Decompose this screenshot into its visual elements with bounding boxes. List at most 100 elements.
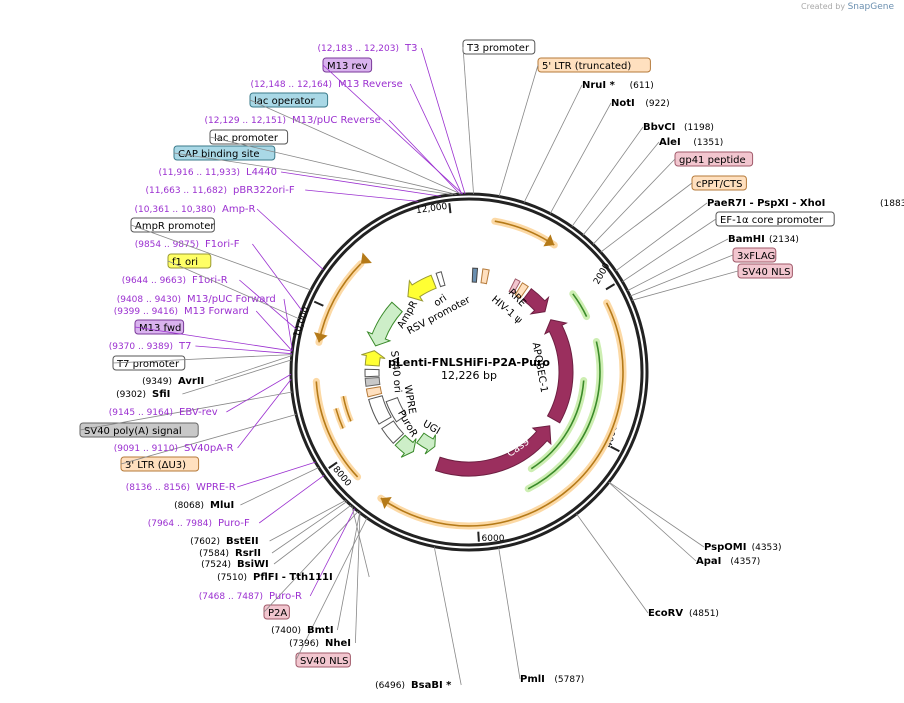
feature-arrowhead [314, 332, 328, 343]
site-name: NheI [325, 638, 351, 649]
label-box: SV40 NLS [295, 517, 368, 668]
site-name: MluI [210, 500, 234, 511]
label-leader-line [337, 512, 361, 631]
primer-name: Amp-R [222, 204, 256, 215]
primer-position: (9145 .. 9164) [109, 408, 173, 418]
label-leader-line [269, 500, 346, 542]
label-leader-line [615, 202, 708, 272]
tick-mark [328, 461, 338, 469]
primer-position: (8136 .. 8156) [126, 483, 190, 493]
label-leader-line [629, 254, 734, 297]
label-text: AmpR promoter [135, 221, 215, 232]
label-site: BbvCI(1198) [571, 122, 714, 227]
tick-mark [448, 203, 452, 214]
primer-position: (12,129 .. 12,151) [205, 116, 286, 126]
label-leader-line [271, 501, 348, 554]
site-name: AleI [659, 137, 681, 148]
label-leader-line [237, 461, 316, 488]
label-leader-line [214, 355, 292, 382]
label-primer: (11,663 .. 11,682)pBR322ori-F [146, 185, 419, 202]
tick-label: 10,000 [292, 306, 312, 339]
primer-name: M13 Forward [184, 306, 249, 317]
label-leader-line [120, 414, 297, 465]
primer-position: (11,916 .. 11,933) [159, 168, 240, 178]
label-leader-line [79, 391, 293, 431]
label-leader-line [226, 373, 292, 413]
primer-position: (9399 .. 9416) [114, 307, 178, 317]
label-leader-line [309, 508, 356, 597]
label-site: BamHI(2134) [627, 234, 799, 292]
label-leader-line [167, 260, 300, 320]
label-box: cPPT/CTS [600, 175, 747, 253]
cas9-feature [543, 319, 574, 424]
label-site: PspOMI(4353) [608, 481, 782, 553]
label-primer: (12,183 .. 12,203)T3 [318, 43, 466, 195]
primer-position: (9091 .. 9110) [114, 444, 178, 454]
site-name: RsrII [235, 548, 261, 559]
label-leader-line [571, 126, 644, 227]
label-leader-line [627, 238, 729, 292]
primer-name: M13/pUC Reverse [292, 115, 381, 126]
primer-name: Puro-F [218, 518, 250, 529]
site-position: (9349) [142, 377, 172, 387]
site-name: BamHI [728, 234, 765, 245]
site-position: (1883) [880, 199, 904, 209]
label-leader-line [421, 47, 466, 195]
ugi-feature [394, 434, 417, 458]
site-name: NotI [611, 98, 635, 109]
wpre-feature [368, 395, 392, 425]
label-leader-line [239, 279, 297, 330]
feature-arc [527, 341, 601, 490]
f1-ori-feature [361, 350, 386, 367]
label-site: (6496) BsaBI * [375, 546, 462, 691]
site-name: PaeR7I - PspXI - XhoI [707, 198, 825, 209]
label-leader-line [112, 354, 292, 364]
feature-label: WPRE [402, 384, 418, 415]
site-position: (7396) [289, 639, 319, 649]
site-name: BsaBI * [411, 680, 452, 691]
site-position: (6496) [375, 681, 405, 691]
primer-position: (12,148 .. 12,164) [251, 80, 332, 90]
label-leader-line [209, 136, 457, 195]
feature-arc [380, 302, 624, 527]
label-leader-line [409, 83, 463, 195]
site-position: (1351) [693, 138, 723, 148]
label-primer: (12,148 .. 12,164)M13 Reverse [251, 79, 463, 195]
label-leader-line [462, 46, 474, 195]
feature-arc [530, 380, 585, 470]
label-text: SV40 poly(A) signal [84, 426, 182, 437]
feature-arc [342, 396, 352, 422]
label-leader-line [237, 378, 292, 449]
label-leader-line [240, 467, 319, 506]
label-text: cPPT/CTS [696, 179, 742, 190]
primer-position: (9370 .. 9389) [109, 342, 173, 352]
site-name: AvrII [178, 376, 204, 387]
label-box: M13 fwd [134, 319, 293, 352]
label-box: EF-1α core promoter [622, 211, 835, 282]
ampr-feature [366, 301, 403, 347]
small-feature [508, 278, 521, 295]
primer-name: pBR322ori-F [233, 185, 295, 196]
label-box: SV40 poly(A) signal [79, 391, 293, 438]
label-leader-line [256, 208, 324, 270]
site-position: (4357) [730, 557, 760, 567]
primer-position: (9408 .. 9430) [117, 295, 181, 305]
site-position: (4353) [752, 543, 782, 553]
tick-label: 12,000 [415, 202, 448, 216]
tick-mark [610, 445, 620, 453]
label-primer: (7964 .. 7984)Puro-F [148, 475, 325, 529]
label-box: AmpR promoter [130, 217, 312, 291]
label-site: (7524)BsiWI [201, 504, 352, 570]
label-primer: (9370 .. 9389)T7 [109, 341, 292, 355]
label-text: SV40 NLS [300, 656, 349, 667]
primer-name: T3 [404, 43, 417, 54]
label-site: (8068)MluI [174, 467, 319, 511]
primer-name: F1ori-R [192, 275, 228, 286]
site-name: BmtI [307, 625, 334, 636]
feature-halo [377, 299, 627, 530]
polya-feature [364, 376, 381, 387]
label-primer: (8136 .. 8156)WPRE-R [126, 461, 316, 493]
label-box: 5' LTR (truncated) [498, 57, 651, 197]
label-leader-line [582, 141, 660, 236]
label-leader-line [263, 511, 359, 613]
